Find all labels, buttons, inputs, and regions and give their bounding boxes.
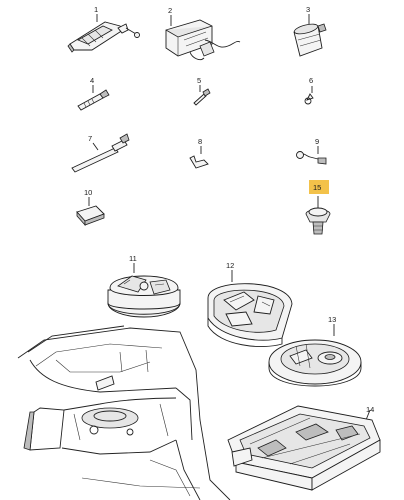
- part-wing-nut[interactable]: [305, 180, 331, 235]
- label-11: 11: [129, 254, 137, 263]
- part-bracket[interactable]: [189, 146, 209, 169]
- part-foam-insert-round[interactable]: [107, 263, 181, 318]
- car-rear-boot: [17, 325, 231, 500]
- part-sealant-bottle[interactable]: [293, 14, 327, 57]
- part-bolt[interactable]: [77, 85, 110, 111]
- label-8: 8: [198, 137, 202, 146]
- label-5: 5: [197, 76, 201, 85]
- part-cable-eye[interactable]: [296, 146, 327, 165]
- label-6: 6: [309, 76, 313, 85]
- label-3: 3: [306, 5, 310, 14]
- part-wheel-wrench[interactable]: [71, 133, 130, 173]
- part-toolkit[interactable]: [165, 15, 241, 61]
- label-1: 1: [94, 5, 98, 14]
- part-jack[interactable]: [67, 14, 140, 53]
- part-screw[interactable]: [193, 85, 211, 106]
- label-7: 7: [88, 134, 92, 143]
- part-spare-wheel-foam[interactable]: [268, 324, 362, 387]
- label-9: 9: [315, 137, 319, 146]
- part-pad[interactable]: [76, 197, 105, 227]
- label-2: 2: [168, 6, 172, 15]
- part-tray[interactable]: [207, 270, 293, 347]
- label-13: 13: [328, 315, 336, 324]
- label-15-highlight: [309, 180, 329, 194]
- part-clip[interactable]: [304, 86, 314, 105]
- label-12: 12: [226, 261, 234, 270]
- part-storage-frame[interactable]: [227, 405, 381, 491]
- label-4: 4: [90, 76, 94, 85]
- label-15: 15: [313, 183, 321, 192]
- label-10: 10: [84, 188, 92, 197]
- label-14: 14: [366, 405, 374, 414]
